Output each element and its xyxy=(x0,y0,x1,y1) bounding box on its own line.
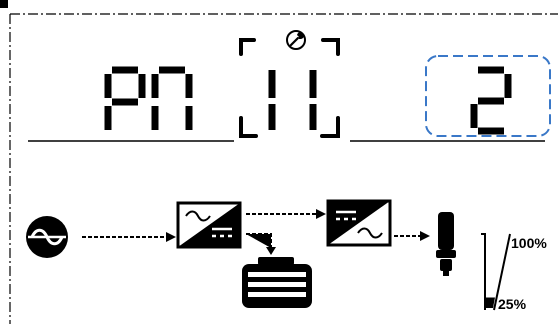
seg-digit-2 xyxy=(470,66,512,135)
battery-icon xyxy=(242,257,312,308)
seg-char-p xyxy=(104,66,146,130)
ac-source-icon xyxy=(26,216,68,258)
dc-to-ac-inverter-icon xyxy=(326,199,392,247)
load-meter xyxy=(481,233,511,311)
ac-to-dc-converter-icon xyxy=(176,201,242,249)
param-number-bracket xyxy=(239,38,340,138)
flow-arrow-to-battery xyxy=(246,233,276,255)
load-level-fill xyxy=(486,297,495,308)
flow-arrow-source-to-rectifier xyxy=(82,232,176,242)
light-bulb-icon xyxy=(436,212,456,276)
seg-char-n xyxy=(151,66,193,130)
flow-arrow-rectifier-to-inverter xyxy=(246,209,326,219)
wrench-icon xyxy=(286,30,306,50)
flow-arrow-inverter-to-load xyxy=(394,231,430,241)
panel-border xyxy=(9,13,558,324)
value-highlight-box[interactable] xyxy=(425,55,551,137)
corner-mark xyxy=(0,0,8,8)
load-max-label: 100% xyxy=(511,235,547,251)
load-min-label: 25% xyxy=(498,296,527,312)
